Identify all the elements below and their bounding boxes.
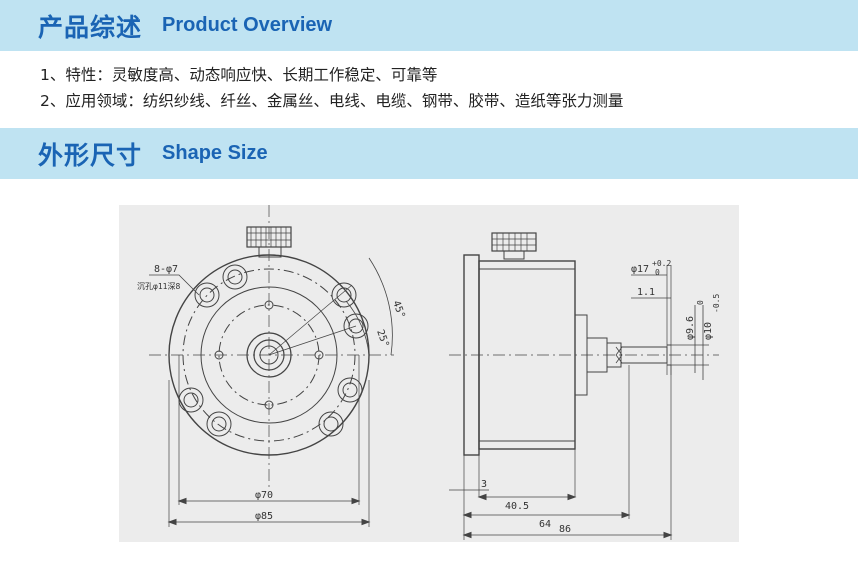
dim-40-5-label: 40.5 (505, 501, 529, 512)
section-header-shape: 外形尺寸 Shape Size (0, 128, 858, 179)
shaft-tol-lower: 0 (655, 268, 660, 277)
dim-64-label: 64 (539, 519, 551, 530)
dim-1-1-label: 1.1 (637, 287, 655, 298)
drawing-svg: 8-φ7 沉孔φ11深8 45° 25° φ70 φ85 φ17 +0.2 0 … (137, 205, 721, 540)
shaft-tol-upper: +0.2 (652, 259, 671, 268)
section-title-cn: 产品综述 (38, 12, 143, 42)
list-item: 1、特性：灵敏度高、动态响应快、长期工作稳定、可靠等 (40, 66, 438, 84)
technical-drawing: 8-φ7 沉孔φ11深8 45° 25° φ70 φ85 φ17 +0.2 0 … (119, 205, 739, 542)
section-header-overview: 产品综述 Product Overview (0, 0, 858, 51)
dim-9-6-label: φ9.6 (685, 316, 696, 340)
side-view (449, 232, 719, 540)
feature-list: 1、特性：灵敏度高、动态响应快、长期工作稳定、可靠等 2、应用领域：纺织纱线、纤… (40, 62, 623, 114)
list-item: 2、应用领域：纺织纱线、纤丝、金属丝、电线、电缆、钢带、胶带、造纸等张力测量 (40, 92, 624, 110)
front-view (149, 205, 394, 527)
dim-86-label: 86 (559, 524, 571, 535)
angle-45-label: 45° (390, 299, 407, 320)
counterbore-label: 沉孔φ11深8 (137, 282, 180, 291)
dim-3-label: 3 (481, 479, 487, 490)
dim-10-tol-lower: -0.5 (712, 294, 721, 313)
section-title-en: Shape Size (162, 142, 268, 164)
dim-70-label: φ70 (255, 490, 273, 501)
angle-25-label: 25° (374, 328, 391, 349)
section-title-en: Product Overview (162, 14, 333, 36)
dim-10-tol-upper: 0 (696, 300, 705, 305)
shaft-dia-label: φ17 (631, 264, 649, 275)
dim-85-label: φ85 (255, 511, 273, 522)
dim-10-label: φ10 (703, 322, 714, 340)
section-title-cn: 外形尺寸 (38, 140, 143, 170)
holes-label: 8-φ7 (154, 264, 178, 275)
